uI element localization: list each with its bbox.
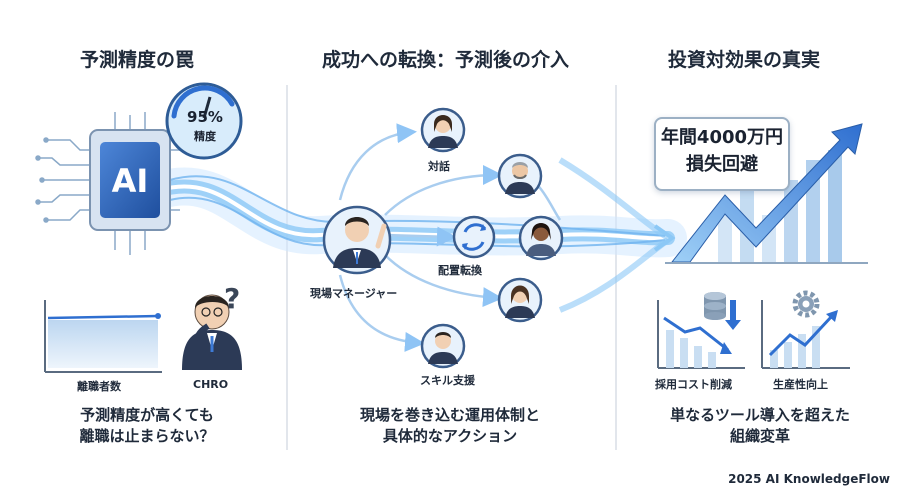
savings-callout xyxy=(654,117,790,191)
gear-icon xyxy=(792,290,820,318)
middle-panel-title: 成功への転換：予測後の介入 xyxy=(322,49,570,71)
action-skill-support-label: スキル支援 xyxy=(420,374,475,387)
middle-caption-line1: 現場を巻き込む運用体制と xyxy=(359,406,540,424)
accuracy-gauge-icon xyxy=(165,82,243,160)
right-caption-line1: 単なるツール導入を超えた xyxy=(670,406,850,424)
turnover-chart xyxy=(44,300,162,373)
question-mark-icon: ? xyxy=(224,282,241,315)
cost-reduction-label: 採用コスト削減 xyxy=(655,378,732,391)
action-reassignment-label: 配置転換 xyxy=(438,264,482,277)
savings-label: 損失回避 xyxy=(686,154,758,175)
productivity-label: 生産性向上 xyxy=(773,378,828,391)
productivity-chart xyxy=(761,290,850,369)
employee-avatar xyxy=(497,277,543,323)
manager-label: 現場マネージャー xyxy=(310,287,398,300)
savings-amount: 年間4000万円 xyxy=(660,127,784,148)
senior-employee-avatar xyxy=(497,153,543,199)
manager-avatar xyxy=(322,205,392,275)
ai-chip-icon xyxy=(35,112,180,255)
savings-callout-text: 年間4000万円 損失回避 xyxy=(654,124,790,178)
intervention-arrows xyxy=(338,123,562,352)
dialogue-avatar xyxy=(420,107,466,153)
cost-reduction-chart xyxy=(657,292,745,369)
gauge-label: 精度 xyxy=(194,130,216,143)
left-panel-title: 予測精度の罠 xyxy=(80,49,195,71)
left-caption-line1: 予測精度が高くても xyxy=(80,406,214,424)
turnover-chart-label: 離職者数 xyxy=(77,380,121,393)
right-caption-line2: 組織変革 xyxy=(729,427,790,445)
chro-person-icon xyxy=(182,294,242,370)
roi-growth-chart xyxy=(665,123,868,264)
footer-credit: 2025 AI KnowledgeFlow xyxy=(728,472,890,486)
chip-label: AI xyxy=(111,162,149,200)
reassignment-icon xyxy=(452,215,496,259)
action-dialogue-label: 対話 xyxy=(428,160,450,173)
employee-avatar-woman xyxy=(518,215,564,261)
middle-caption-line2: 具体的なアクション xyxy=(382,427,518,445)
gauge-value: 95% xyxy=(187,108,223,126)
left-caption-line2: 離職は止まらない？ xyxy=(79,427,215,445)
skill-support-avatar xyxy=(420,323,466,369)
chro-label: CHRO xyxy=(193,378,229,391)
right-panel-title: 投資対効果の真実 xyxy=(668,49,821,71)
coin-stack-icon xyxy=(704,292,741,330)
